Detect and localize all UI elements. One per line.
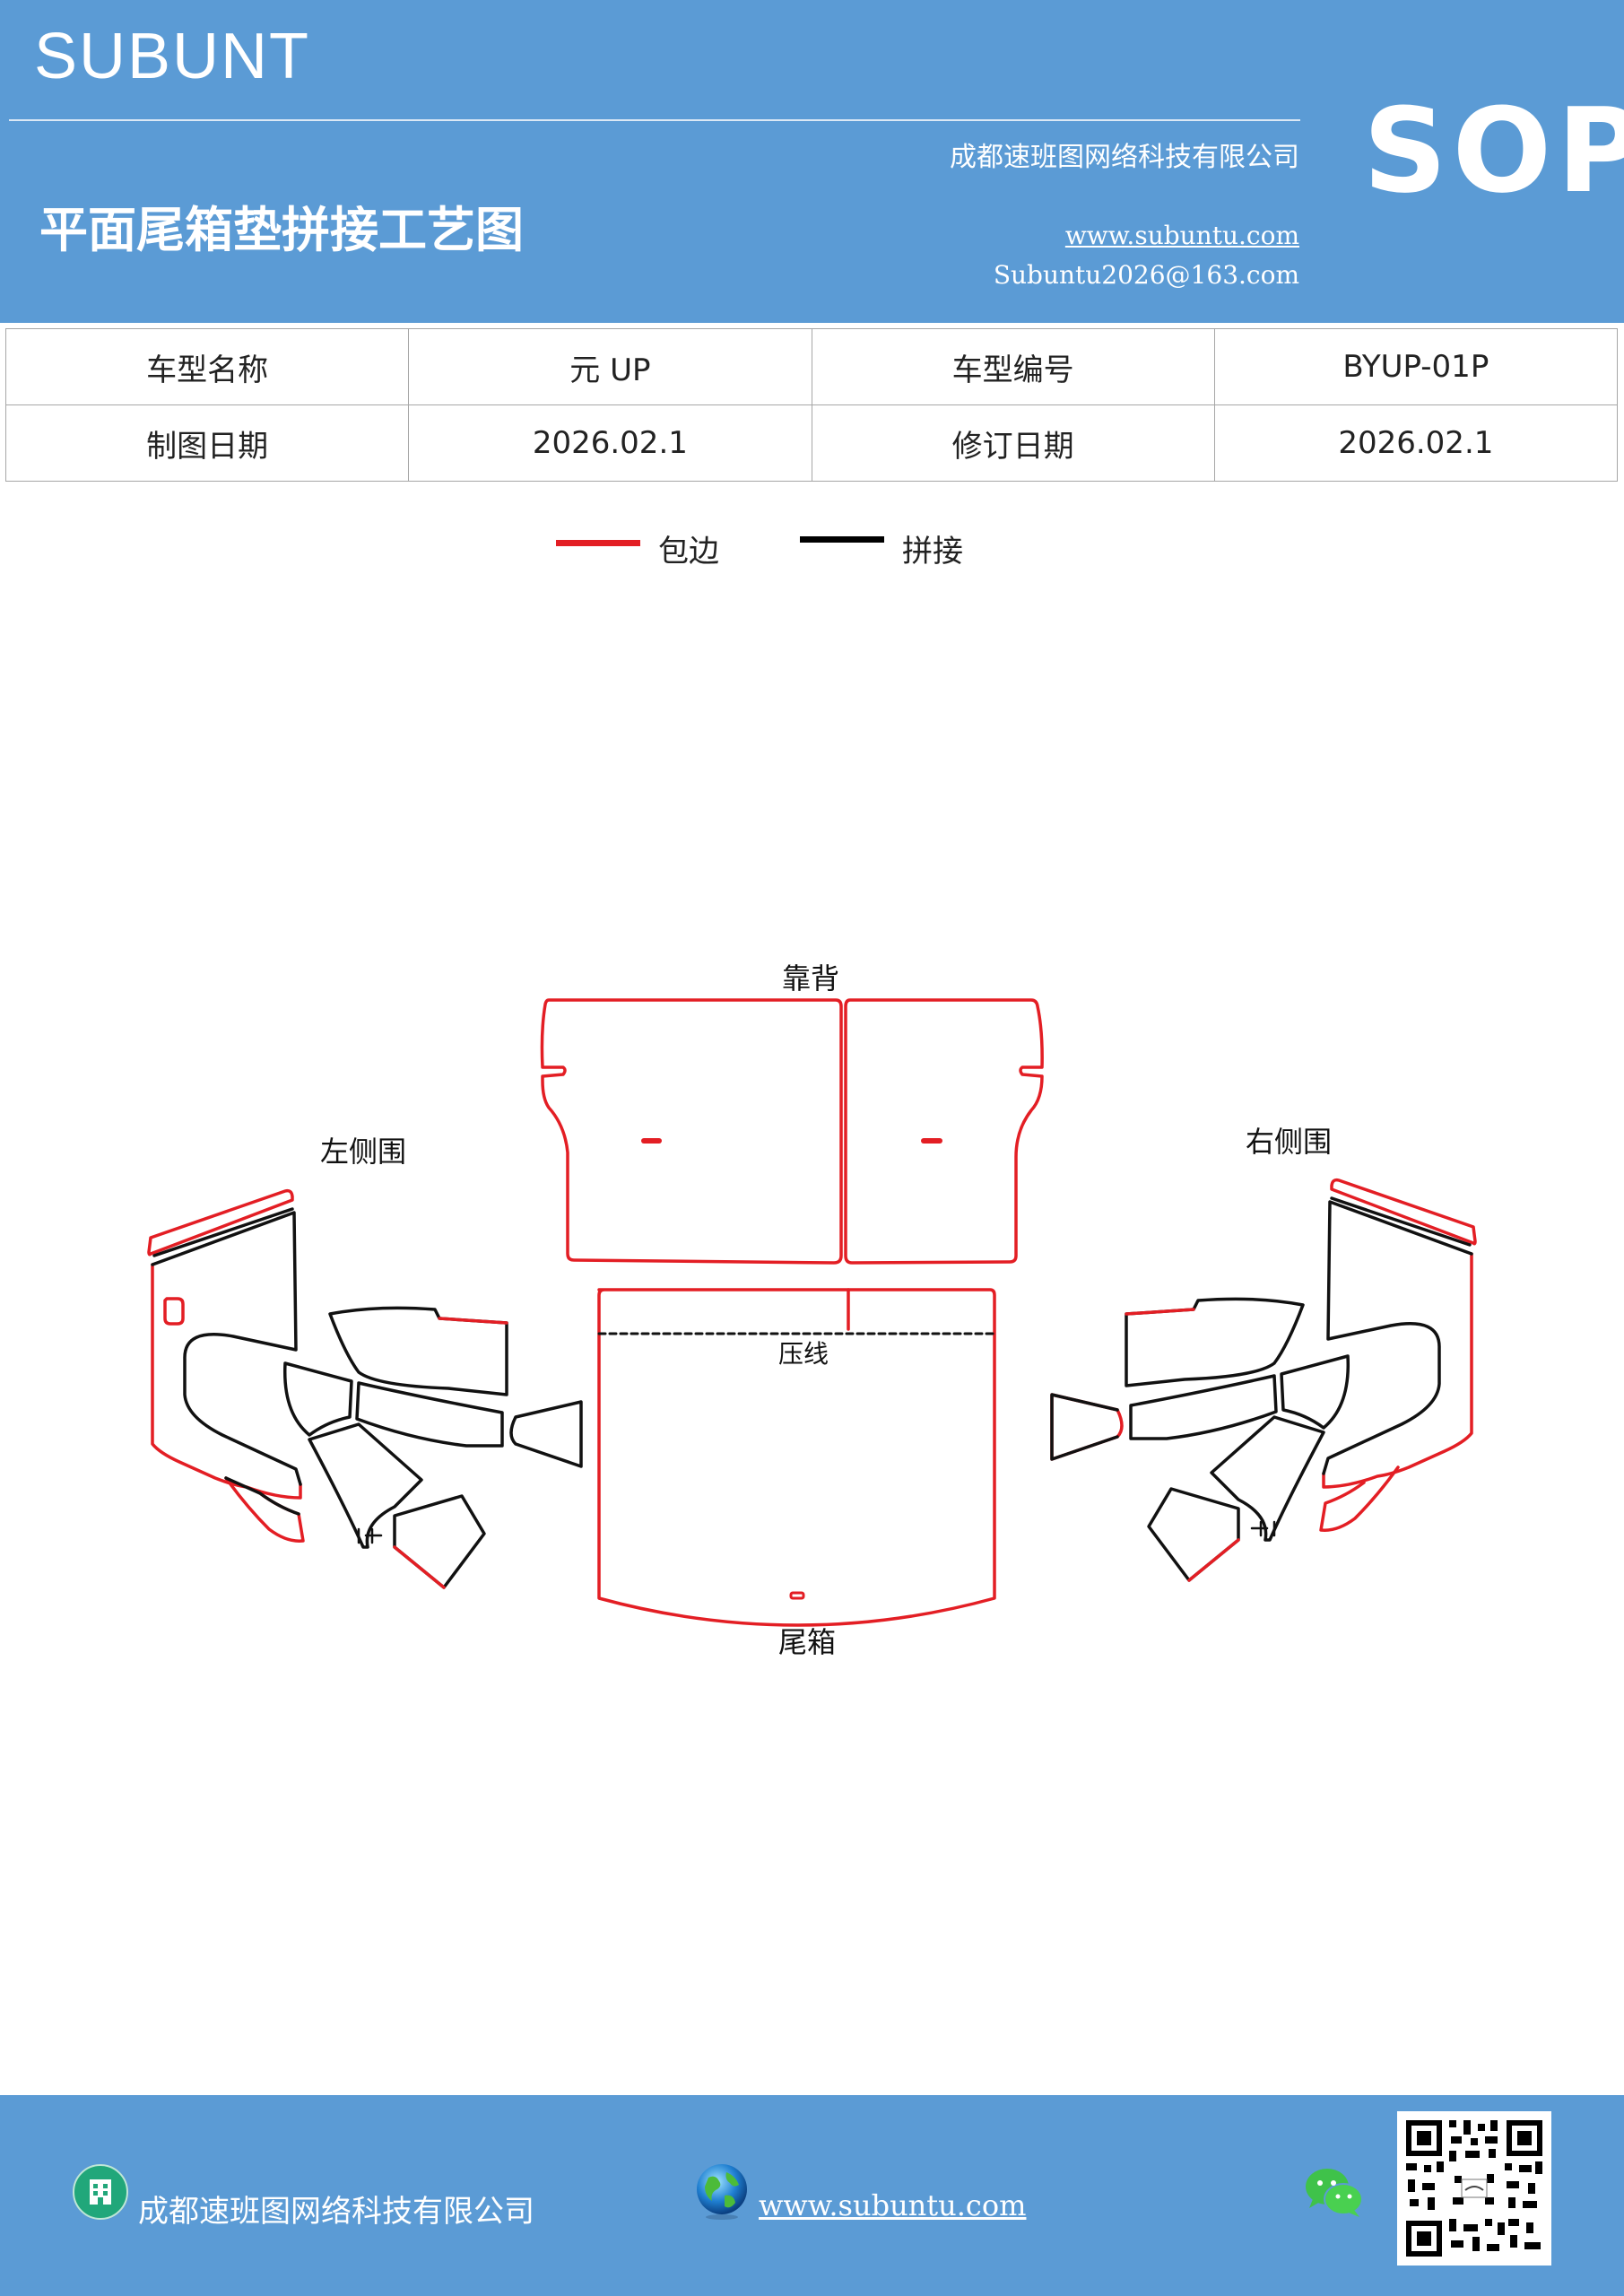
wechat-icon[interactable]: [1304, 2167, 1365, 2219]
right-side-strip: [1330, 1178, 1477, 1246]
model-code-label: 车型编号: [811, 328, 1215, 405]
left-wedge-1: [282, 1361, 353, 1437]
backrest-right-panel: [844, 998, 1044, 1265]
drawing-date-label: 制图日期: [4, 404, 410, 482]
trunk-floor-panel: [597, 1288, 996, 1627]
right-upper-piece: [1125, 1297, 1305, 1387]
backrest-left-panel: [540, 998, 843, 1265]
left-upper-piece-edge: [438, 1317, 508, 1325]
document-title: 平面尾箱垫拼接工艺图: [39, 201, 524, 258]
model-code-value: BYUP-01P: [1213, 328, 1619, 405]
right-side-strip-seam: [1330, 1196, 1472, 1247]
qr-code: [1397, 2111, 1551, 2266]
trunk-label: 尾箱: [778, 1625, 836, 1659]
header-divider: [9, 119, 1300, 121]
right-lower-piece-2: [1147, 1487, 1240, 1582]
left-lower-piece-2: [393, 1494, 486, 1589]
right-wedge-1: [1280, 1354, 1350, 1430]
table-row: 车型名称 元 UP 车型编号 BYUP-01P: [4, 328, 1619, 405]
footer-website-link[interactable]: www.subuntu.com: [759, 2188, 1027, 2222]
right-side-main-seam: [1322, 1200, 1473, 1475]
header-banner: SUBUNT 成都速班图网络科技有限公司 平面尾箱垫拼接工艺图 www.subu…: [0, 0, 1624, 323]
revision-date-value: 2026.02.1: [1213, 404, 1619, 482]
trunk-floor-mark: [789, 1591, 805, 1600]
footer-company-name: 成都速班图网络科技有限公司: [138, 2194, 534, 2230]
website-link[interactable]: www.subuntu.com: [1064, 221, 1299, 250]
right-lower-piece-1: [1210, 1415, 1325, 1542]
right-upper-piece-edge: [1125, 1308, 1195, 1316]
globe-icon: [697, 2164, 747, 2220]
right-wedge-3-seam: [1050, 1393, 1119, 1461]
trunk-mat-diagram: 靠背 左侧围 右侧围 压线 尾箱: [147, 961, 1477, 1659]
drawing-date-value: 2026.02.1: [408, 404, 812, 482]
building-icon: [73, 2164, 128, 2220]
crease-label: 压线: [778, 1339, 829, 1369]
right-lower-piece-2-edge: [1187, 1538, 1240, 1582]
edge-binding-swatch: [556, 540, 640, 546]
left-small-marks: [357, 1527, 383, 1544]
right-side-lower-piece: [1319, 1465, 1400, 1532]
footer-banner: 成都速班图网络科技有限公司 www.subuntu.com: [0, 2095, 1624, 2296]
seam-label: 拼接: [902, 534, 963, 570]
left-side-strip: [147, 1188, 294, 1257]
model-name-value: 元 UP: [408, 328, 812, 405]
seam-swatch: [800, 536, 884, 543]
revision-date-label: 修订日期: [811, 404, 1215, 482]
legend: 包边 拼接: [0, 525, 1624, 578]
left-side-main-seam: [151, 1211, 302, 1486]
company-name: 成都速班图网络科技有限公司: [950, 142, 1299, 173]
right-wedge-2: [1129, 1374, 1278, 1440]
info-table: 车型名称 元 UP 车型编号 BYUP-01P 制图日期 2026.02.1 修…: [4, 328, 1619, 482]
left-upper-piece: [328, 1306, 508, 1396]
table-row: 制图日期 2026.02.1 修订日期 2026.02.1: [4, 404, 1619, 482]
sop-badge: SOP: [1363, 83, 1624, 219]
edge-binding-label: 包边: [658, 534, 719, 570]
right-small-marks: [1250, 1520, 1276, 1537]
left-lower-piece-2-edge: [393, 1545, 446, 1589]
left-lower-piece-1: [308, 1422, 423, 1549]
model-name-label: 车型名称: [4, 328, 410, 405]
left-side-lower-seam: [224, 1476, 300, 1516]
brand-name: SUBUNT: [34, 21, 311, 92]
left-side-strip-seam: [152, 1207, 294, 1257]
right-side-label: 右侧围: [1246, 1125, 1332, 1159]
backrest-label: 靠背: [782, 961, 839, 996]
left-side-label: 左侧围: [320, 1135, 406, 1169]
left-side-tab: [163, 1297, 185, 1326]
left-wedge-2: [355, 1381, 504, 1448]
left-wedge-3: [509, 1400, 583, 1468]
right-side-main-edge: [1322, 1252, 1473, 1489]
email-address: Subuntu2026@163.com: [993, 260, 1299, 290]
